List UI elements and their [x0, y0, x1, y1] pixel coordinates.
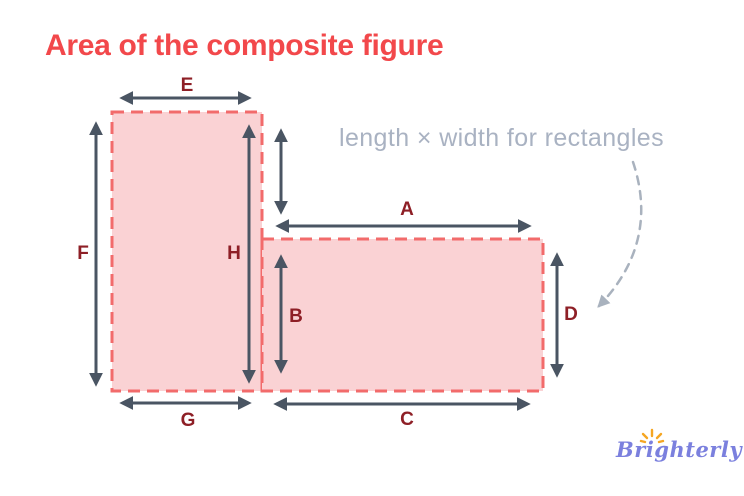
annotation-curve-arrow	[597, 160, 643, 308]
dimension-label-e: E	[180, 75, 194, 96]
brighterly-logo: Brighterly	[616, 428, 742, 471]
sunburst-icon	[639, 428, 665, 444]
dimension-label-b: B	[289, 306, 303, 327]
dimension-label-c: C	[400, 409, 414, 430]
dimension-label-g: G	[180, 410, 196, 431]
logo-text: Brighterly	[616, 437, 743, 462]
vertical-rectangle	[110, 110, 264, 393]
dimension-label-d: D	[564, 304, 578, 325]
dimension-label-f: F	[77, 243, 89, 264]
dimension-label-a: A	[400, 199, 414, 220]
annotation-text: length × width for rectangles	[339, 124, 664, 152]
horizontal-rectangle	[260, 237, 545, 393]
dimension-label-h: H	[227, 243, 241, 264]
page-title: Area of the composite figure	[45, 29, 444, 62]
